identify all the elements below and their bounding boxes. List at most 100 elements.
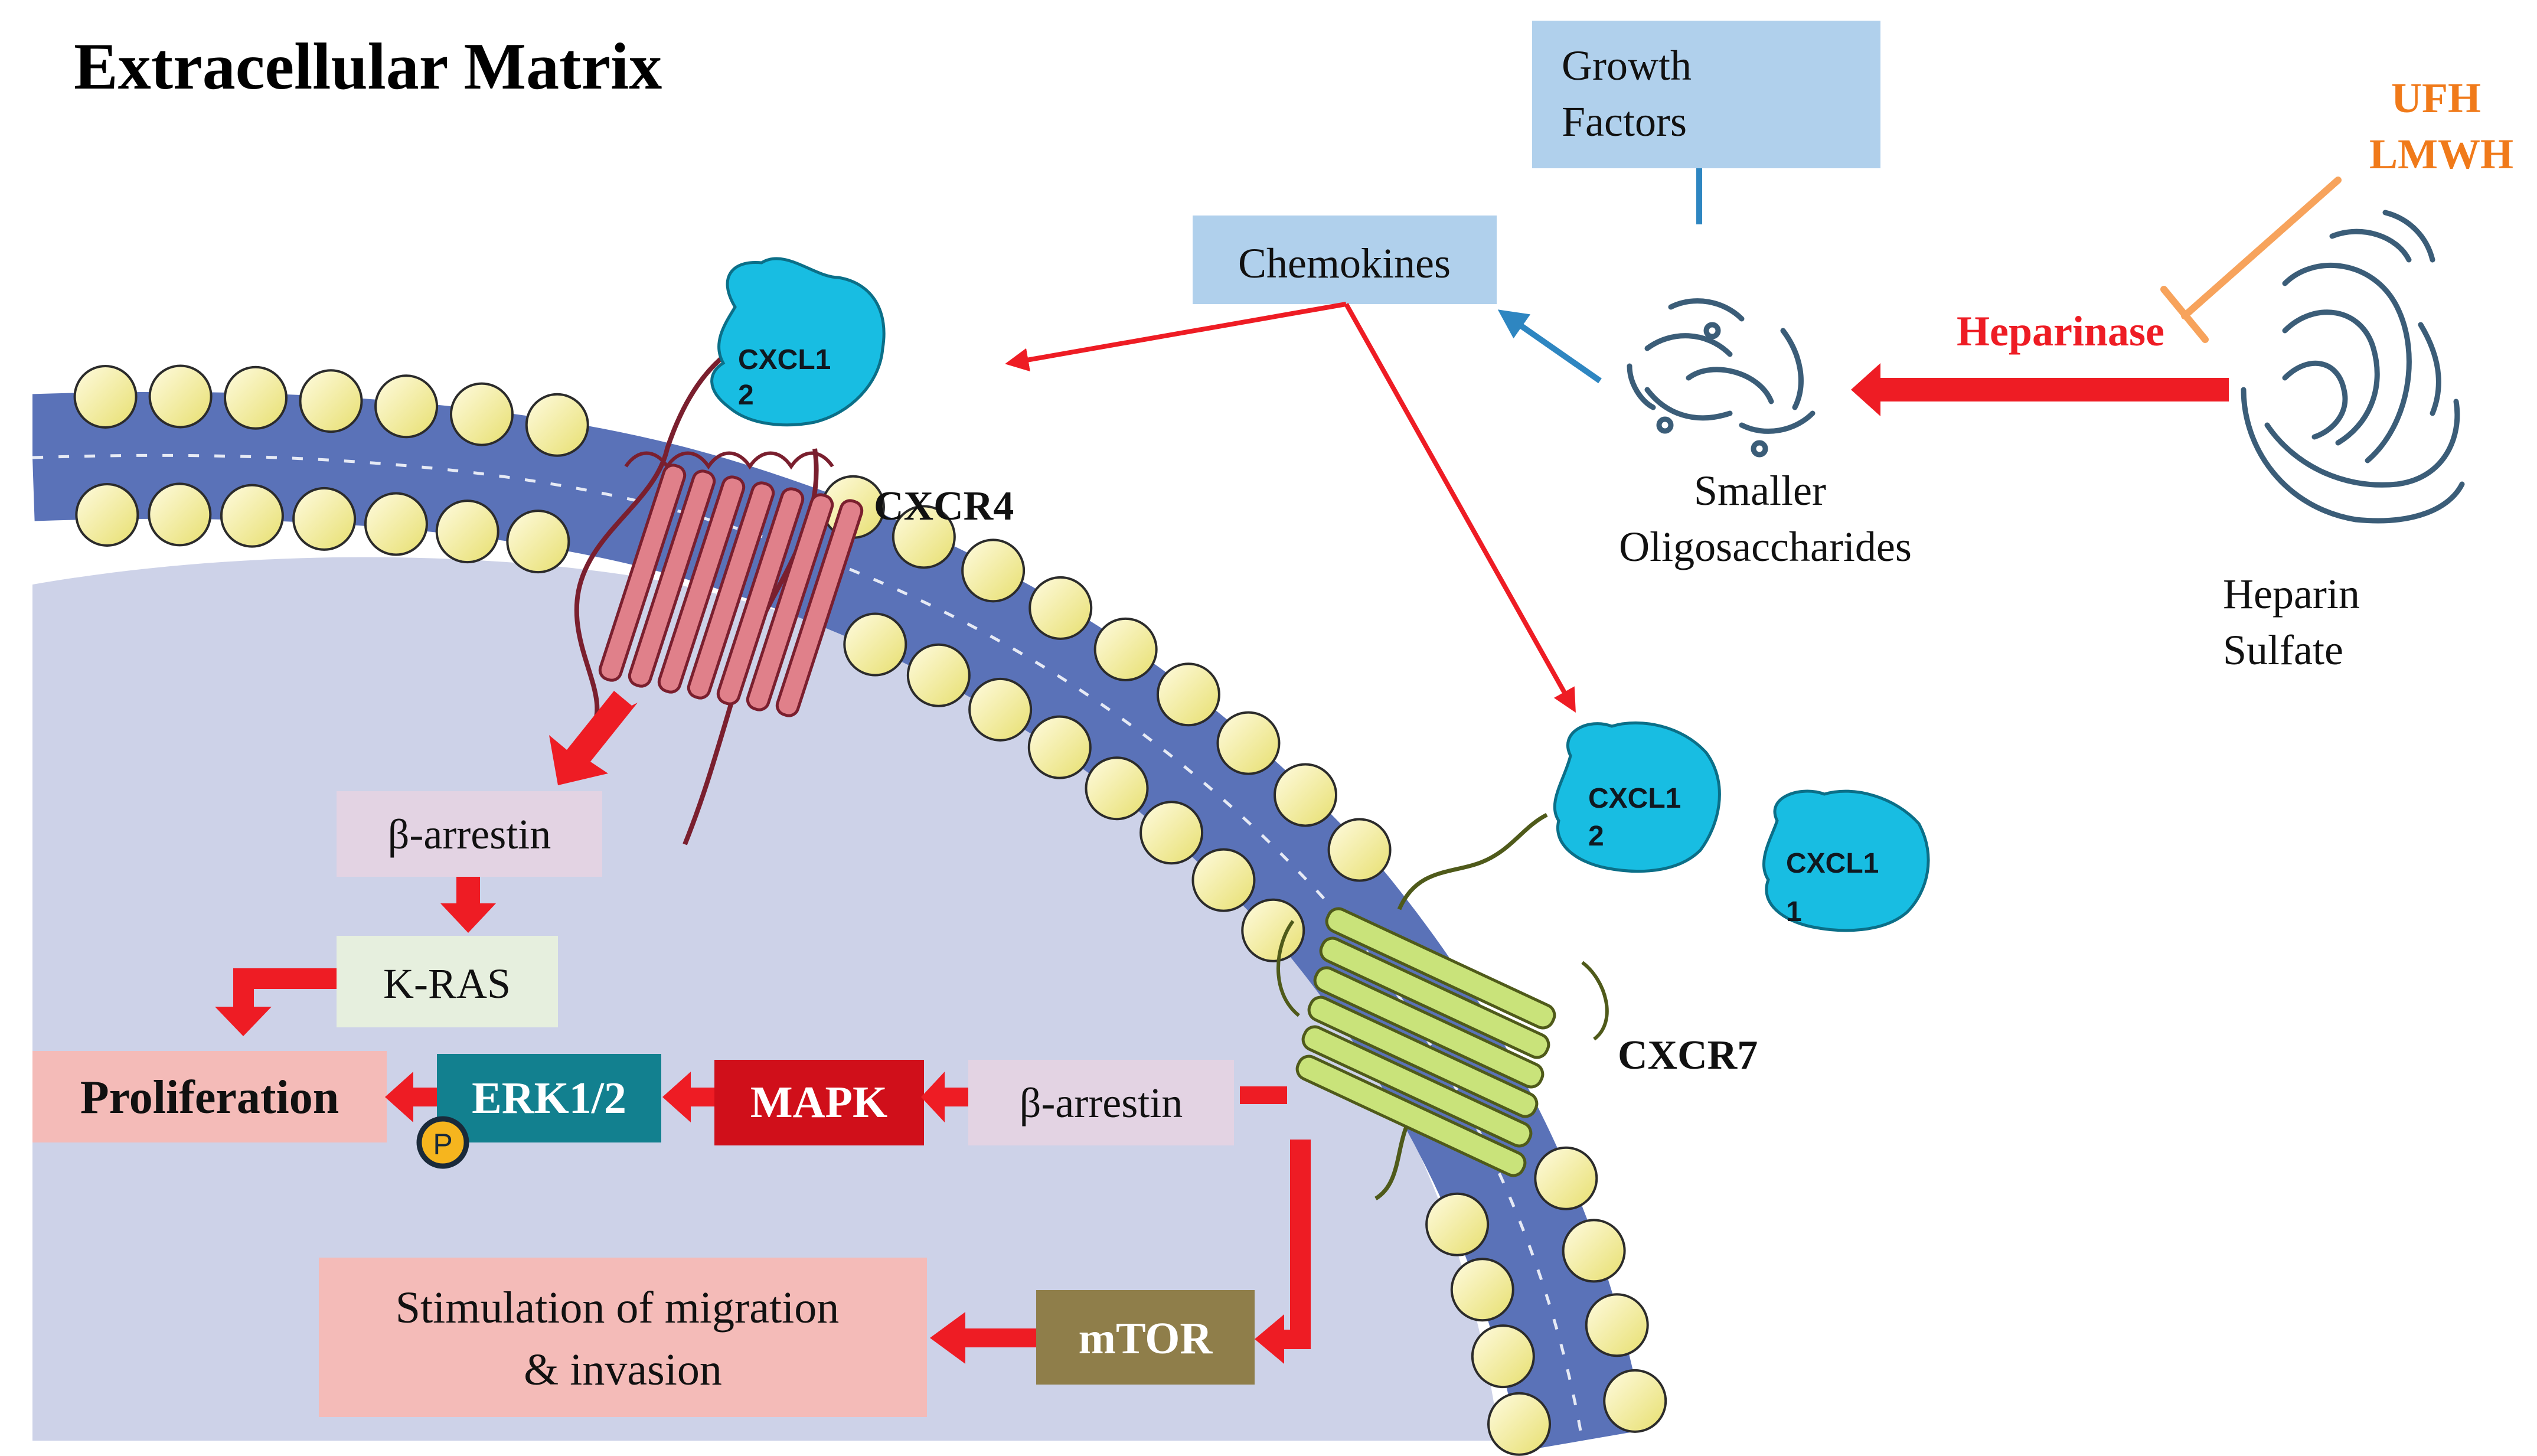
phospho-label: P — [433, 1128, 452, 1161]
kras-box[interactable] — [337, 936, 558, 1027]
cxcr7-to-arrestin-link — [1240, 1086, 1287, 1104]
kras-to-proliferation-arrow — [215, 968, 337, 1036]
cxcl12-right-blob[interactable]: CXCL1 2 — [1553, 721, 1721, 873]
cxcr7-label: CXCR7 — [1618, 1033, 1758, 1078]
cxcr4-to-arrestin-arrow — [549, 691, 638, 785]
svg-text:Growth Factors: Growth Factors — [1562, 42, 1702, 145]
lipid-head — [968, 677, 1033, 742]
beta-arrestin-cxcr4-box[interactable] — [337, 791, 602, 877]
lipid-head — [1241, 898, 1305, 962]
lipid-head — [1450, 1258, 1514, 1322]
svg-text:Smaller Oligosaccharides: Smaller Oligosaccharides — [1619, 467, 1912, 570]
lipid-head — [506, 510, 570, 574]
lipid-head — [449, 382, 514, 446]
proliferation-label: Proliferation — [80, 1072, 339, 1124]
lipid-head — [148, 364, 213, 429]
chemokines-to-cxcr4-arrow — [1005, 302, 1347, 372]
beta-arrestin-cxcr7-label: β-arrestin — [1020, 1079, 1183, 1127]
chemokines-box[interactable] — [1193, 216, 1497, 304]
lmwh-label: LMWH — [2369, 130, 2513, 178]
lipid-head — [148, 482, 212, 547]
lipid-head — [1085, 756, 1149, 821]
cxcl12-top-label-2: 2 — [738, 380, 754, 411]
ufh-label: UFH — [2391, 74, 2481, 122]
lipid-head — [1471, 1324, 1535, 1389]
migration-box[interactable] — [319, 1258, 927, 1417]
lipid-head — [1562, 1219, 1626, 1283]
lipid-head — [220, 484, 284, 548]
beta-arrestin-cxcr4-label: β-arrestin — [388, 811, 551, 858]
mapk-box[interactable] — [714, 1060, 924, 1145]
lipid-head — [364, 492, 428, 556]
lipid-head — [892, 505, 956, 569]
cxcl12-top-blob[interactable]: CXCL1 2 — [710, 257, 886, 427]
mapk-label: MAPK — [750, 1078, 887, 1127]
svg-text:Heparin Sulfate: Heparin Sulfate — [2223, 570, 2371, 674]
diagram-title: Extracellular Matrix — [74, 30, 662, 103]
migration-label-1: Stimulation of migration — [396, 1283, 840, 1333]
proliferation-box[interactable] — [32, 1051, 387, 1142]
chemokines-to-cxcr7-arrow — [1344, 303, 1576, 713]
lipid-head — [1603, 1369, 1667, 1433]
growth-factors-box[interactable] — [1532, 21, 1880, 168]
ufh-lmwh-inhibitor — [2160, 177, 2342, 343]
lipid-head — [1274, 763, 1338, 827]
erk-to-proliferation-arrow — [385, 1072, 437, 1122]
mtor-box[interactable] — [1036, 1290, 1255, 1385]
cxcl12-right-label-2: 2 — [1588, 821, 1604, 852]
lipid-head — [1327, 818, 1392, 882]
cxcl12-top-label-1: CXCL1 — [738, 344, 831, 376]
mapk-to-erk-arrow — [662, 1072, 714, 1122]
erk-box[interactable] — [437, 1054, 661, 1142]
mtor-label: mTOR — [1079, 1314, 1213, 1363]
svg-text:UFH LMWH: UFH LMWH — [2369, 74, 2513, 178]
lipid-head — [223, 365, 288, 430]
smaller-oligos-label-2: Oligosaccharides — [1619, 523, 1912, 570]
growth-factors-label-2: Factors — [1562, 98, 1687, 145]
cxcr4-label: CXCR4 — [874, 484, 1014, 529]
lipid-head — [1139, 801, 1204, 865]
lipid-bilayer — [73, 364, 1667, 1456]
lipid-head — [843, 612, 907, 677]
arrestin-to-mapk-arrow — [921, 1072, 968, 1122]
lipid-head — [435, 500, 499, 564]
phospho-badge: P — [416, 1116, 469, 1169]
chemokines-label: Chemokines — [1238, 240, 1451, 287]
growth-factors-label-1: Growth — [1562, 42, 1692, 89]
cxcl11-label-2: 1 — [1786, 896, 1802, 928]
cxcr7-to-mtor-arrow — [1255, 1140, 1311, 1364]
smaller-oligos-label-1: Smaller — [1694, 467, 1826, 514]
lipid-head — [299, 369, 363, 433]
lipid-head — [906, 643, 971, 707]
lipid-head — [1534, 1146, 1598, 1210]
lipid-head — [1027, 715, 1092, 779]
beta-arrestin-cxcr7-box[interactable] — [968, 1060, 1234, 1145]
lipid-head — [1487, 1392, 1552, 1456]
oligos-to-chemokines-arrow — [1497, 309, 1602, 384]
lipid-head — [1425, 1192, 1490, 1256]
svg-text:CXCL1 2: CXCL1 2 — [738, 344, 839, 411]
lipid-head — [1216, 711, 1281, 775]
lipid-head — [525, 393, 589, 457]
mtor-to-migration-arrow — [930, 1312, 1036, 1364]
erk-label: ERK1/2 — [472, 1073, 626, 1123]
svg-text:Stimulation of migration &: Stimulation of migration & invasion — [396, 1283, 851, 1395]
heparinase-arrow — [1851, 363, 2229, 416]
cxcl11-label-1: CXCL1 — [1786, 848, 1879, 879]
lipid-head — [1156, 662, 1220, 727]
cxcr7-receptor[interactable] — [1276, 812, 1609, 1200]
cxcr4-receptor[interactable] — [574, 352, 864, 845]
lipid-head — [1093, 617, 1158, 681]
cxcl11-blob[interactable]: CXCL1 1 — [1762, 789, 1930, 932]
lipid-head — [961, 538, 1026, 603]
svg-text:CXCL1 1: CXCL1 1 — [1786, 848, 1887, 928]
lipid-head — [75, 482, 139, 547]
lipid-head — [374, 374, 439, 439]
lipid-head — [73, 364, 138, 429]
arrestin-to-kras-arrow — [440, 877, 496, 933]
heparin-sulfate-icon — [2241, 210, 2465, 524]
svg-text:CXCL1 2: CXCL1 2 — [1588, 783, 1689, 852]
lipid-head — [1191, 848, 1256, 912]
lipid-head — [1585, 1293, 1649, 1357]
